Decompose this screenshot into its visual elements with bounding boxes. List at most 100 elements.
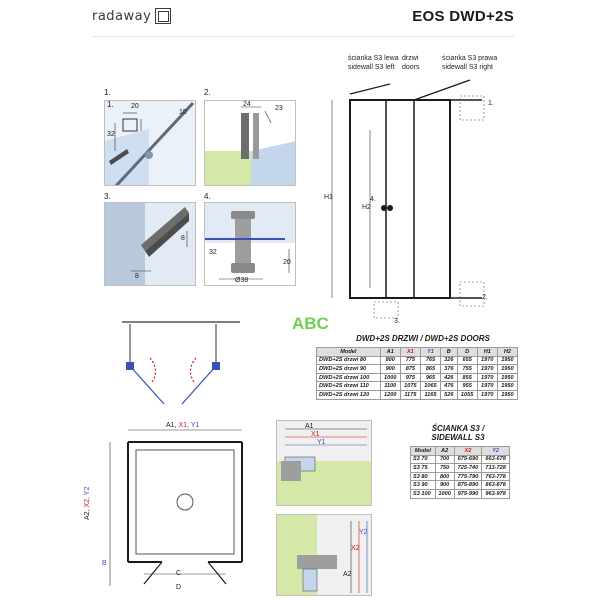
panel-4-label: 4. (204, 192, 211, 201)
col-h2: H2 (496, 347, 519, 357)
table-row: DWD+2S drzwi 110 1100 1075 1065 476 955 … (316, 381, 519, 391)
detail-panel-2: 24 23 (204, 100, 296, 186)
section-detail-top: A1 X1 Y1 (276, 420, 372, 506)
dim-20: 20 (283, 259, 291, 266)
table-cell: DWD+2S drzwi 100 (316, 372, 381, 383)
dim-32: 32 (107, 131, 115, 138)
plan-view-drawing (109, 429, 243, 586)
col-x2: X2 (453, 446, 483, 456)
table-cell: 955 (456, 381, 478, 391)
table-cell: 1065 (419, 381, 442, 391)
col-model: Model (316, 347, 381, 357)
detail-panel-3: 8 8 (104, 202, 196, 286)
callout-1: 1. (488, 100, 494, 107)
sec-a2: A2 (343, 571, 352, 578)
dim-32: 32 (209, 249, 217, 256)
header-divider (92, 36, 514, 37)
table-cell: 1075 (399, 381, 421, 391)
table-cell: S3 75 (410, 463, 436, 473)
panel-number: 1. (107, 100, 114, 109)
table-cell: 663-678 (481, 454, 510, 465)
door-swing-diagram (122, 321, 240, 405)
sidewall-table-title-1: ŚCIANKA S3 / (431, 424, 485, 433)
table-cell: 725-740 (453, 463, 483, 473)
dim-h2: H2 (362, 204, 371, 211)
table-cell: 1970 (476, 364, 498, 374)
sidewall-spec-table: Model A2 X2 Y2 S3 70 700 675-690 663-678… (410, 446, 510, 499)
table-cell: S3 80 (410, 471, 436, 482)
table-cell: 1970 (476, 381, 498, 391)
doors-table-header-row: Model A1 X1 Y1 B D H1 H2 (316, 347, 519, 357)
table-cell: 476 (440, 381, 458, 391)
table-cell: 750 (434, 463, 455, 473)
table-cell: 865 (419, 364, 442, 374)
table-cell: 1970 (476, 355, 498, 366)
table-cell: DWD+2S drzwi 80 (316, 355, 381, 366)
sec-y2: Y2 (359, 529, 368, 536)
dim-a1-text: A1, (166, 422, 179, 429)
panel-3-label: 3. (104, 192, 111, 201)
table-cell: 875 (399, 364, 421, 374)
table-cell: 426 (440, 372, 458, 383)
dim-x2-text: X2 (84, 498, 91, 508)
bottom-seal-drawing (105, 203, 195, 285)
dim-8-bottom: 8 (135, 273, 139, 280)
table-cell: 1950 (496, 389, 519, 400)
table-row: S3 90 900 875-890 863-878 (410, 480, 510, 490)
dim-c: C (176, 570, 182, 577)
brand-logo: radaway (92, 8, 172, 24)
dim-a2-x2-y2: A2, X2, Y2 (84, 487, 91, 520)
table-cell: 376 (440, 364, 458, 374)
table-cell: 1950 (496, 372, 519, 383)
table-row: S3 75 750 725-740 713-728 (410, 463, 510, 473)
dim-20: 20 (131, 103, 139, 110)
dim-y2-text: , Y2 (84, 486, 91, 499)
table-row: DWD+2S drzwi 90 900 875 865 376 755 1970… (316, 364, 519, 374)
table-row: DWD+2S drzwi 80 800 775 765 326 655 1970… (316, 355, 519, 366)
col-d: D (456, 347, 478, 357)
front-elevation-drawing (331, 79, 485, 319)
table-cell: 1950 (496, 355, 519, 366)
callout-3: 3. (394, 318, 400, 325)
table-cell: 800 (434, 471, 455, 482)
page-title: EOS DWD+2S (412, 8, 514, 25)
label-sidewall-left-en: sidewall S3 left (348, 64, 395, 71)
label-sidewall-right-en: sidewall S3 right (442, 64, 493, 71)
section-bottom-drawing (277, 515, 371, 595)
col-b: B (440, 347, 458, 357)
table-cell: 1970 (476, 389, 498, 400)
table-cell: 775-790 (453, 471, 483, 482)
table-cell: 775 (399, 355, 421, 366)
col-x1: X1 (399, 347, 421, 357)
table-cell: S3 70 (410, 454, 436, 465)
callout-2: 2. (482, 294, 488, 301)
table-cell: 855 (456, 372, 478, 383)
table-row: S3 70 700 675-690 663-678 (410, 454, 510, 465)
doors-spec-table: Model A1 X1 Y1 B D H1 H2 DWD+2S drzwi 80… (316, 347, 519, 400)
table-row: DWD+2S drzwi 120 1200 1175 1165 526 1055… (316, 389, 519, 400)
door-profile-drawing (205, 106, 295, 185)
sec-x2: X2 (351, 545, 360, 552)
col-h1: H1 (476, 347, 498, 357)
table-cell: 900 (379, 364, 401, 374)
table-cell: 963-978 (481, 488, 510, 499)
table-row: S3 100 1000 975-990 963-978 (410, 488, 510, 499)
table-cell: DWD+2S drzwi 120 (316, 389, 381, 400)
table-cell: 1175 (399, 389, 421, 400)
table-cell: 863-878 (481, 480, 510, 490)
dim-x1-text: X1 (178, 422, 188, 429)
section-top-drawing (277, 421, 371, 505)
label-sidewall-left-pl: ścianka S3 lewa (348, 55, 399, 62)
table-row: DWD+2S drzwi 100 1000 975 965 426 855 19… (316, 372, 519, 383)
table-cell: 965 (419, 372, 442, 383)
section-detail-bottom: A2 X2 Y2 (276, 514, 372, 596)
table-cell: 875-890 (453, 480, 483, 490)
table-cell: 1165 (419, 389, 442, 400)
table-cell: 900 (434, 480, 455, 490)
table-cell: 800 (379, 355, 401, 366)
table-cell: 526 (440, 389, 458, 400)
col-y1: Y1 (419, 347, 442, 357)
dim-a2-text: A2, (84, 507, 91, 520)
table-row: S3 80 800 775-790 763-778 (410, 471, 510, 482)
col-a1: A1 (379, 347, 401, 357)
